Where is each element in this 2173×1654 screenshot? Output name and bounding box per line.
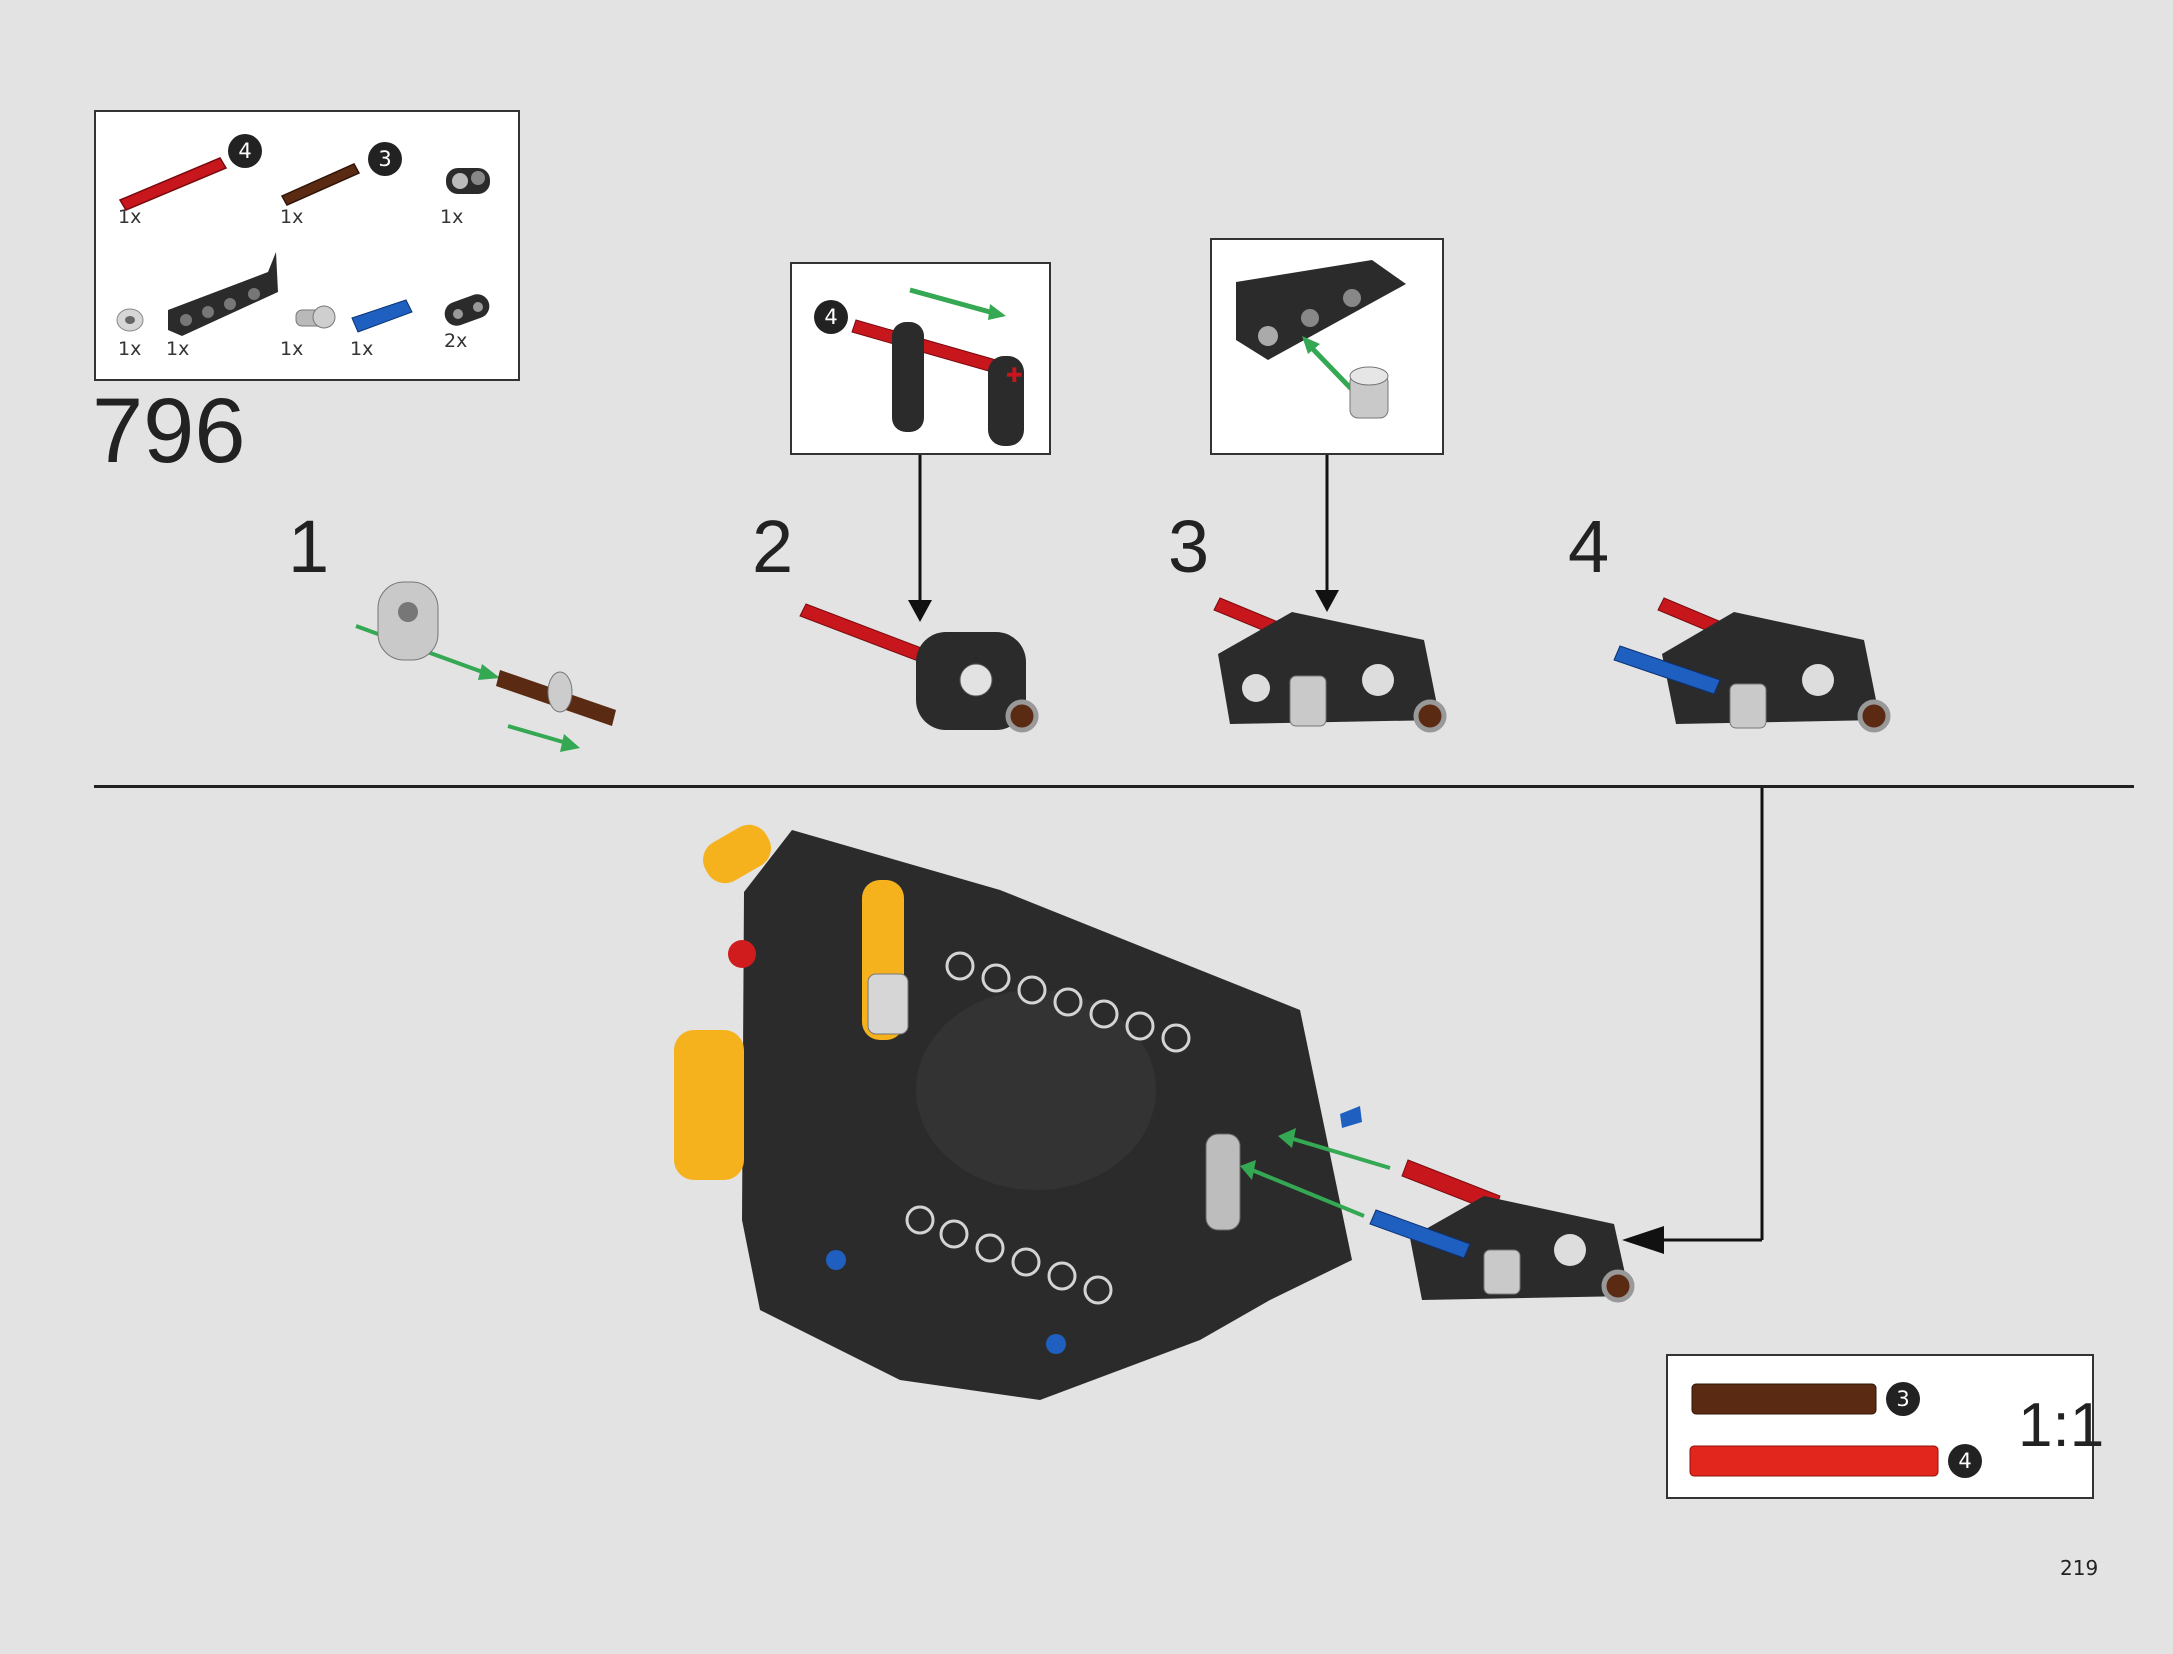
scale-box: 3 4 (1666, 1354, 2094, 1499)
substep-3-number: 3 (1168, 505, 1210, 588)
substep-3-assembly (1213, 597, 1447, 733)
brown-axle-part-icon (280, 163, 361, 206)
substep-4-assembly (1613, 597, 1891, 733)
main-engine-model (674, 824, 1635, 1400)
scale-brown-length-badge: 3 (1886, 1382, 1920, 1416)
qty-blue-pin: 1x (350, 338, 374, 360)
page-number: 219 (2060, 1556, 2099, 1580)
blue-pin-part-icon (351, 299, 413, 333)
step-divider-line (94, 785, 2134, 788)
qty-bent-liftarm: 1x (166, 338, 190, 360)
parts-list-box: 4 3 1x 1x 1x 1x 1x 1x 1x 2x (94, 110, 520, 381)
red-axle-part-icon (118, 157, 228, 211)
svg-text:✚: ✚ (1006, 363, 1023, 387)
substep-2-number: 2 (752, 505, 794, 588)
qty-liftarm-2: 2x (444, 330, 468, 352)
callout-axle-length-badge: 4 (814, 300, 848, 334)
substep-4-number: 4 (1568, 505, 1610, 588)
scale-ratio-label: 1:1 (2018, 1391, 2105, 1460)
pin-connector-part-icon (446, 168, 490, 194)
substep-3-callout-image (1236, 260, 1406, 419)
scale-axles (1689, 1383, 1939, 1477)
bush-part-icon (116, 308, 144, 332)
substep-2-callout-image: ✚ (851, 287, 1024, 446)
qty-brown-axle: 1x (280, 206, 304, 228)
main-step-number: 796 (92, 380, 246, 482)
substep-3-callout (1210, 238, 1444, 455)
scale-red-length-badge: 4 (1948, 1444, 1982, 1478)
liftarm-2-part-icon (444, 294, 490, 326)
bent-liftarm-part-icon (168, 252, 278, 336)
substep-1-number: 1 (288, 505, 330, 588)
substep-2-callout: ✚ 4 (790, 262, 1051, 455)
pin-with-bush-part-icon (295, 305, 336, 329)
red-axle-length-badge: 4 (228, 134, 262, 168)
qty-bush: 1x (118, 338, 142, 360)
brown-axle-length-badge: 3 (368, 142, 402, 176)
qty-pin-connector: 1x (440, 206, 464, 228)
substep-2-assembly (799, 603, 1039, 733)
qty-red-axle: 1x (118, 206, 142, 228)
parts-list-images (116, 157, 490, 336)
substep-1-assembly (355, 581, 616, 752)
qty-pin-with-bush: 1x (280, 338, 304, 360)
